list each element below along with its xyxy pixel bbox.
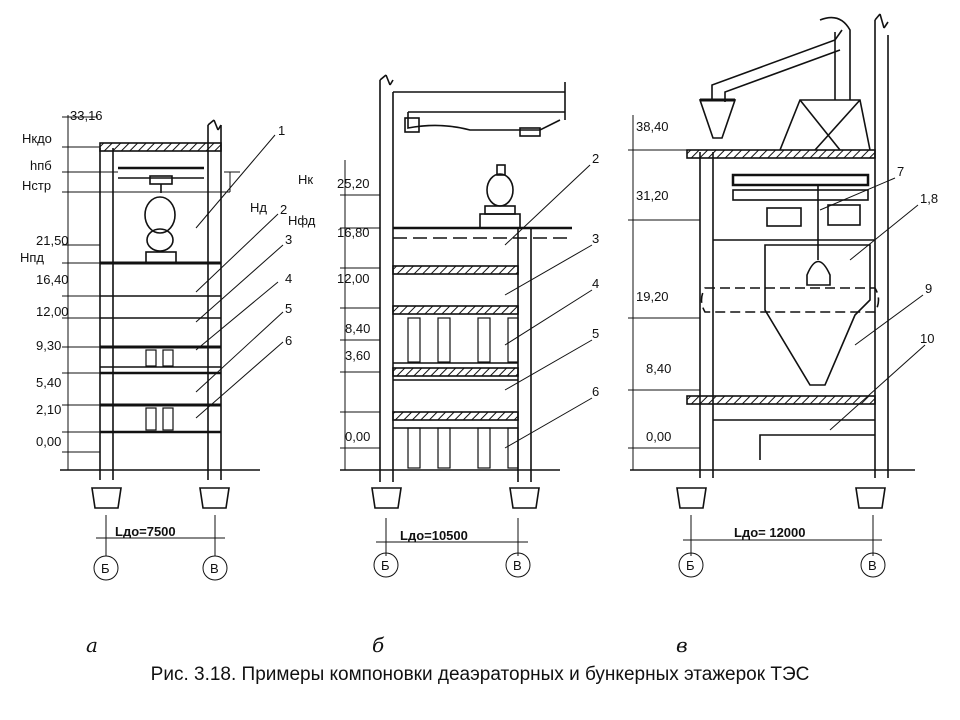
axis-a-v: В (210, 561, 219, 576)
axis-b-v: В (513, 558, 522, 573)
elev-c-1: 38,40 (636, 119, 669, 134)
elev-a-7: 2,10 (36, 402, 61, 417)
panel-a-labels: 33,16 21,50 16,40 12,00 9,30 5,40 2,10 0… (20, 108, 316, 657)
label-nfd: Нфд (288, 213, 316, 228)
elev-a-2: 21,50 (36, 233, 69, 248)
label-nstr: Нстр (22, 178, 51, 193)
axis-c-v: В (868, 558, 877, 573)
num-a-3: 3 (285, 232, 292, 247)
num-a-4: 4 (285, 271, 292, 286)
label-nkdo: Нкдо (22, 131, 52, 146)
panel-a-dimensions (62, 115, 284, 581)
elev-b-5: 3,60 (345, 348, 370, 363)
panel-b-dimensions (340, 160, 593, 578)
num-c-7: 7 (897, 164, 904, 179)
sublabel-a: а (86, 633, 98, 657)
panel-b-frame (340, 74, 572, 509)
num-b-4: 4 (592, 276, 599, 291)
panel-c-frame (630, 13, 915, 509)
label-nd: Нд (250, 200, 267, 215)
span-c: Lдо= 12000 (734, 525, 806, 540)
num-a-1: 1 (278, 123, 285, 138)
span-b: Lдо=10500 (400, 528, 468, 543)
label-nk: Нк (298, 172, 313, 187)
sublabel-c: в (676, 633, 688, 657)
num-a-2: 2 (280, 202, 287, 217)
elev-a-6: 5,40 (36, 375, 61, 390)
sublabel-b: б (372, 633, 385, 657)
elev-b-6: 0,00 (345, 429, 370, 444)
num-c-18: 1,8 (920, 191, 938, 206)
elev-b-2: 16,80 (337, 225, 370, 240)
panel-b-labels: 25,20 16,80 12,00 8,40 3,60 0,00 2 3 4 5… (337, 151, 599, 657)
elev-b-1: 25,20 (337, 176, 370, 191)
span-a: Lдо=7500 (115, 524, 176, 539)
num-b-2: 2 (592, 151, 599, 166)
elev-a-4: 12,00 (36, 304, 69, 319)
figure-caption: Рис. 3.18. Примеры компоновки деаэраторн… (150, 664, 810, 685)
elev-a-8: 0,00 (36, 434, 61, 449)
label-npd: Нпд (20, 250, 44, 265)
num-c-9: 9 (925, 281, 932, 296)
elev-c-4: 8,40 (646, 361, 671, 376)
axis-c-b: Б (686, 558, 695, 573)
elev-c-3: 19,20 (636, 289, 669, 304)
panel-c-labels: 38,40 31,20 19,20 8,40 0,00 7 1,8 9 10 L… (636, 119, 938, 657)
axis-b-b: Б (381, 558, 390, 573)
label-hpb: hпб (30, 158, 52, 173)
elev-c-2: 31,20 (636, 188, 669, 203)
axis-a-b: Б (101, 561, 110, 576)
elev-c-5: 0,00 (646, 429, 671, 444)
elev-b-4: 8,40 (345, 321, 370, 336)
elev-a-5: 9,30 (36, 338, 61, 353)
elev-b-3: 12,00 (337, 271, 370, 286)
num-b-6: 6 (592, 384, 599, 399)
num-c-10: 10 (920, 331, 934, 346)
panel-c-dimensions (628, 115, 926, 578)
num-a-5: 5 (285, 301, 292, 316)
num-b-3: 3 (592, 231, 599, 246)
num-a-6: 6 (285, 333, 292, 348)
elev-a-1: 33,16 (70, 108, 103, 123)
elev-a-3: 16,40 (36, 272, 69, 287)
num-b-5: 5 (592, 326, 599, 341)
